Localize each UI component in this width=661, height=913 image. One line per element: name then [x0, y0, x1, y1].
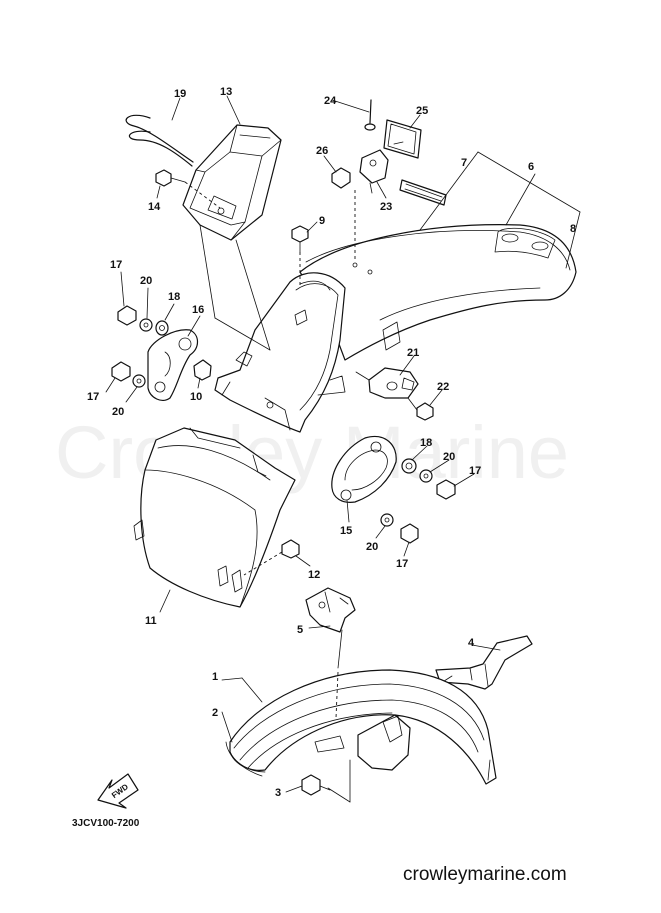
part-20-washer-lower-left[interactable] — [132, 374, 146, 388]
callout-8: 8 — [570, 223, 576, 235]
callout-23: 23 — [380, 201, 392, 213]
callout-20-lower-left: 20 — [112, 406, 124, 418]
part-20-washer-upper-right[interactable] — [419, 469, 433, 483]
leader-lines — [105, 95, 581, 793]
callout-25: 25 — [416, 105, 428, 117]
callout-17-lower-right: 17 — [396, 558, 408, 570]
part-2-fender-trim[interactable] — [225, 741, 266, 777]
part-4-fender-stay[interactable] — [435, 635, 533, 690]
part-16-bracket-left[interactable] — [147, 329, 199, 401]
callout-22: 22 — [437, 381, 449, 393]
callout-4: 4 — [468, 637, 475, 649]
part-24-pin[interactable] — [364, 99, 376, 131]
part-26-nut[interactable] — [331, 167, 351, 189]
part-7-rear-fender[interactable] — [299, 224, 577, 361]
callout-18-right: 18 — [420, 437, 432, 449]
front-fender-mount-plate — [314, 714, 411, 771]
part-10-bolt[interactable] — [193, 359, 212, 381]
callout-5: 5 — [297, 624, 303, 636]
part-1-front-fender[interactable] — [229, 669, 497, 785]
callout-26: 26 — [316, 145, 328, 157]
callout-17-lower-left: 17 — [87, 391, 99, 403]
diagram-code: 3JCV100-7200 — [72, 818, 140, 829]
callout-2: 2 — [212, 707, 218, 719]
part-17-bolt-upper-left[interactable] — [117, 305, 137, 326]
callout-13: 13 — [220, 86, 232, 98]
callout-11: 11 — [145, 615, 157, 627]
part-13-tray[interactable] — [182, 124, 282, 241]
website-credit: crowleymarine.com — [403, 864, 567, 885]
callout-17-upper-right: 17 — [469, 465, 481, 477]
callout-20-upper-left: 20 — [140, 275, 152, 287]
callout-20-lower-right: 20 — [366, 541, 378, 553]
part-18-collar-right[interactable] — [401, 458, 417, 474]
callout-12: 12 — [308, 569, 320, 581]
callout-6: 6 — [528, 161, 534, 173]
callout-16: 16 — [192, 304, 204, 316]
part-11-inner-fender[interactable] — [133, 427, 296, 608]
callout-18-upper-left: 18 — [168, 291, 180, 303]
part-22-bolt[interactable] — [407, 397, 434, 421]
part-17-bolt-lower-left[interactable] — [111, 361, 131, 382]
part-15-bracket-right[interactable] — [331, 436, 397, 503]
part-19-strap[interactable] — [125, 114, 194, 167]
callout-21: 21 — [407, 347, 419, 359]
part-20-washer-lower-right[interactable] — [380, 513, 394, 527]
part-23-bracket[interactable] — [359, 149, 389, 184]
fender-emblem — [399, 179, 447, 206]
part-14-bolt[interactable] — [155, 169, 186, 187]
callout-17-upper-left: 17 — [110, 259, 122, 271]
part-17-bolt-lower-right[interactable] — [400, 523, 419, 544]
part-21-clip[interactable] — [368, 367, 419, 399]
callout-19: 19 — [174, 88, 186, 100]
callout-24: 24 — [324, 95, 337, 107]
watermark: Crowley Marine — [55, 411, 569, 494]
part-9-bolt[interactable] — [291, 225, 309, 253]
part-17-bolt-upper-right[interactable] — [436, 479, 456, 500]
part-18-collar-upper-left[interactable] — [155, 320, 169, 336]
part-20-washer-upper-left[interactable] — [139, 318, 153, 332]
callout-labels: 19 13 14 24 25 26 7 6 8 23 9 17 20 18 16… — [87, 86, 576, 799]
callout-14: 14 — [148, 201, 161, 213]
callout-1: 1 — [212, 671, 218, 683]
callout-20-upper-right: 20 — [443, 451, 455, 463]
fwd-arrow-icon: FWD — [97, 773, 139, 809]
part-12-bolt[interactable] — [281, 539, 300, 559]
callout-7: 7 — [461, 157, 467, 169]
callout-15: 15 — [340, 525, 352, 537]
part-5-bracket[interactable] — [305, 587, 356, 633]
part-3-bolt[interactable] — [301, 774, 331, 796]
callout-9: 9 — [319, 215, 325, 227]
part-25-reflector[interactable] — [383, 119, 422, 159]
part-7-fender-inner[interactable] — [214, 272, 346, 433]
callout-10: 10 — [190, 391, 202, 403]
callout-3: 3 — [275, 787, 281, 799]
